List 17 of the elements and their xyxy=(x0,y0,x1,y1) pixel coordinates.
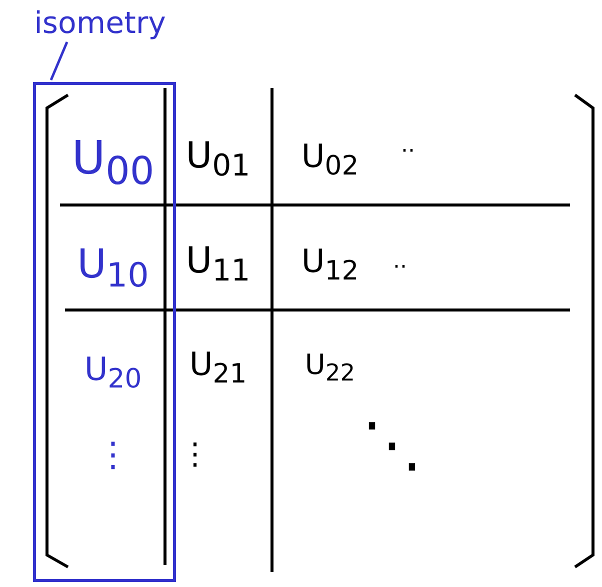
highlight-box xyxy=(33,82,176,582)
ellipsis: ·· xyxy=(393,257,407,279)
matrix-entry: U$_{11}$ xyxy=(186,243,250,287)
vertical-ellipsis: ⋮ xyxy=(180,440,210,470)
matrix-entry: U$_{02}$ xyxy=(301,140,359,180)
matrix-entry: U$_{10}$ xyxy=(77,244,149,292)
matrix-entry: U$_{22}$ xyxy=(304,351,356,385)
matrix-entry: U$_{20}$ xyxy=(84,352,142,394)
callout-label: isometry xyxy=(34,9,166,39)
ellipsis: ·· xyxy=(401,141,415,163)
matrix-entry: U$_{21}$ xyxy=(189,348,247,388)
leader-line xyxy=(50,42,68,80)
matrix-entry: U$_{01}$ xyxy=(186,138,250,182)
matrix-entry: U$_{00}$ xyxy=(72,134,154,192)
diagonal-ellipsis: ⋱ xyxy=(362,415,422,475)
matrix-entry: U$_{12}$ xyxy=(301,244,359,286)
vertical-ellipsis: ⋮ xyxy=(96,438,130,472)
